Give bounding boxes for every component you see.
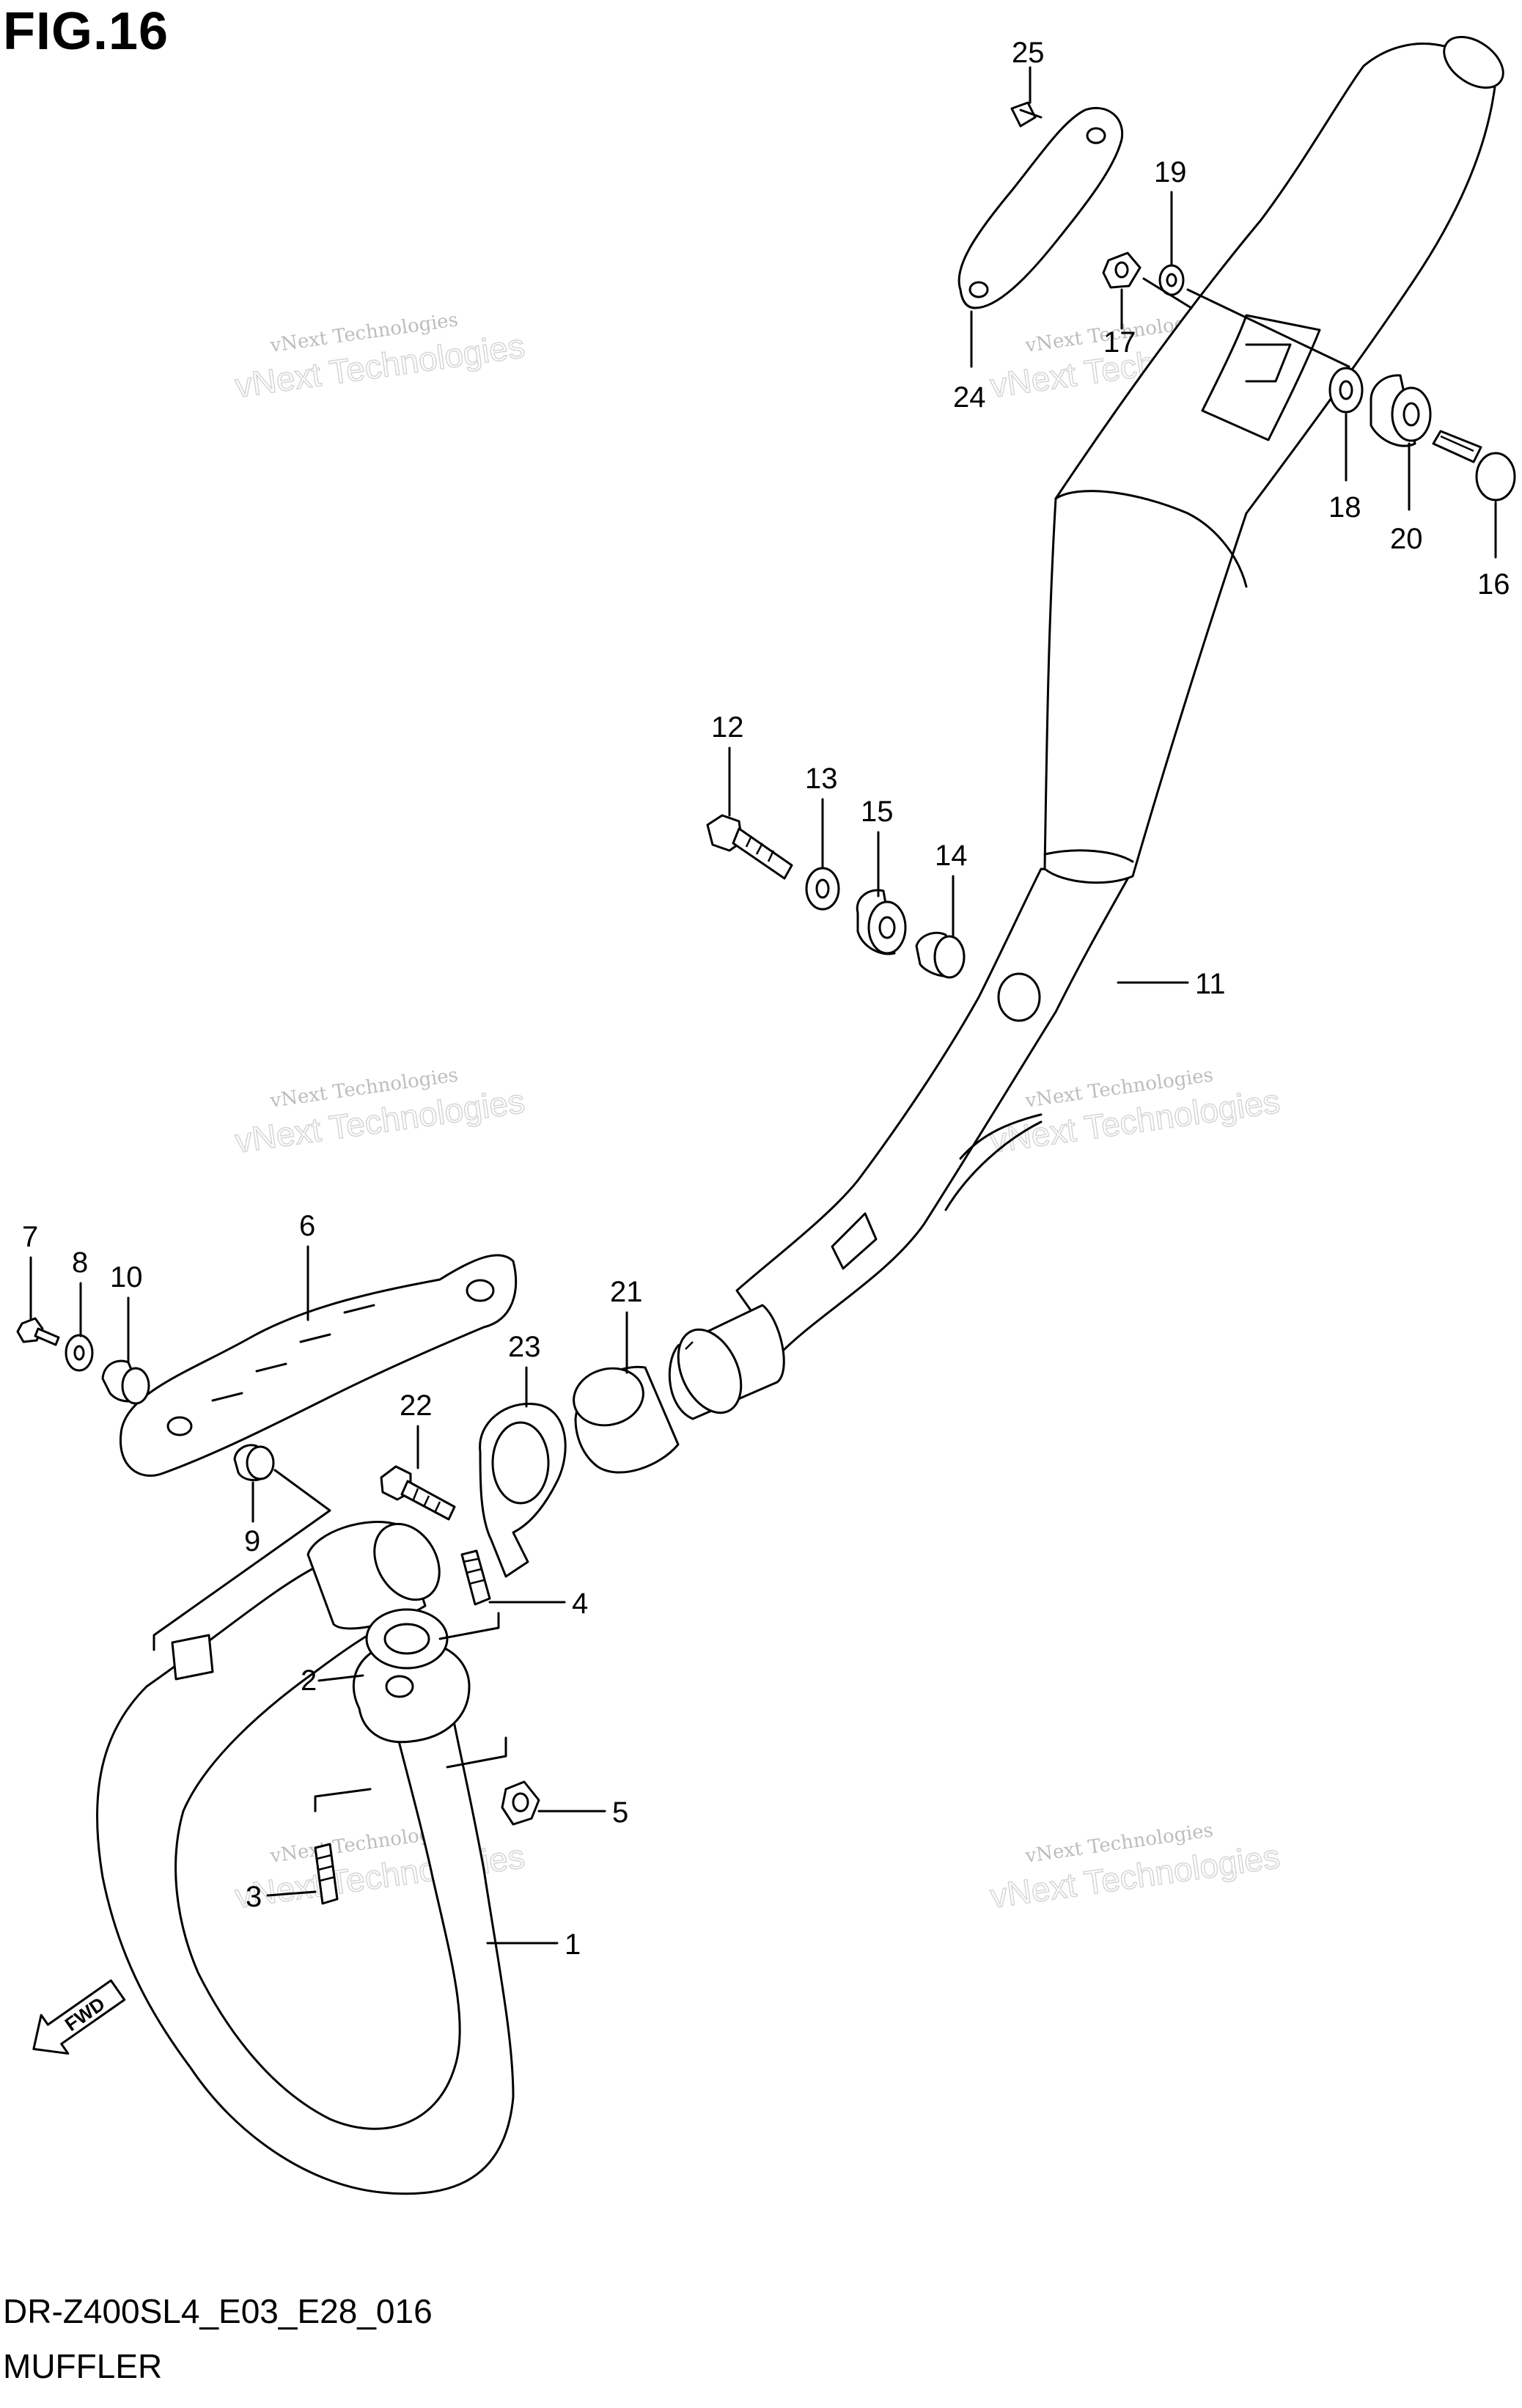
callout-17: 17 [1103, 326, 1136, 359]
callout-13: 13 [805, 763, 838, 795]
callout-18: 18 [1328, 491, 1361, 524]
callout-10: 10 [110, 1261, 143, 1293]
model-code: DR-Z400SL4_E03_E28_016 [3, 2292, 433, 2330]
part-21-gasket [573, 1365, 680, 1474]
callout-4: 4 [572, 1587, 588, 1620]
part-12-bolt [706, 814, 793, 880]
part-13-washer [805, 867, 840, 911]
callout-1: 1 [565, 1928, 581, 1961]
callout-3: 3 [246, 1881, 262, 1913]
callout-5: 5 [612, 1796, 628, 1829]
callout-15: 15 [861, 796, 894, 828]
part-18-washer [1328, 367, 1364, 414]
part-19-washer [1158, 264, 1185, 296]
callout-24: 24 [953, 381, 986, 414]
assembly-guide-lines [152, 277, 1350, 1813]
callout-7: 7 [22, 1221, 38, 1253]
part-9-collar [233, 1444, 275, 1481]
part-17-nut [1102, 252, 1142, 289]
part-3-stud [314, 1843, 339, 1905]
part-4-stud [460, 1549, 491, 1606]
callout-12: 12 [711, 711, 744, 744]
figure-title: FIG.16 [3, 2, 169, 61]
part-15-bushing [856, 889, 907, 955]
callout-14: 14 [935, 840, 968, 872]
part-11-muffler [668, 35, 1504, 1420]
callout-19: 19 [1154, 156, 1187, 188]
callout-2: 2 [301, 1664, 317, 1697]
callout-11: 11 [1195, 968, 1226, 1000]
part-25-bolt [1010, 101, 1043, 128]
callout-8: 8 [72, 1247, 88, 1279]
callout-20: 20 [1390, 523, 1423, 555]
leader-line [317, 1674, 364, 1682]
callout-9: 9 [244, 1525, 260, 1557]
section-name: MUFFLER [3, 2347, 163, 2385]
part-20-bushing [1370, 374, 1432, 447]
callout-6: 6 [299, 1210, 315, 1242]
part-14-collar [915, 931, 966, 979]
arrow-icon [32, 1979, 126, 2055]
callout-23: 23 [508, 1331, 541, 1363]
part-5-nut [501, 1780, 540, 1826]
part-2-gasket [365, 1608, 449, 1670]
leader-line [266, 1890, 317, 1897]
part-8-washer [65, 1334, 94, 1372]
part-7-bolt [16, 1317, 60, 1346]
part-10-collar [101, 1359, 150, 1405]
callout-21: 21 [610, 1276, 643, 1308]
forward-direction-arrow: FWD [32, 1979, 126, 2055]
callout-16: 16 [1477, 568, 1510, 601]
part-16-bolt [1432, 430, 1516, 502]
part-24-support-plate [957, 106, 1124, 309]
callout-25: 25 [1012, 37, 1045, 69]
callout-group: 1 2 3 4 5 6 7 8 9 10 [22, 37, 1510, 1961]
part-1-exhaust-pipe [96, 1521, 515, 2195]
part-23-clamp [479, 1402, 567, 1578]
part-6-heat-shield-bracket [119, 1254, 518, 1478]
callout-22: 22 [400, 1390, 433, 1422]
part-22-bolt [380, 1465, 456, 1521]
